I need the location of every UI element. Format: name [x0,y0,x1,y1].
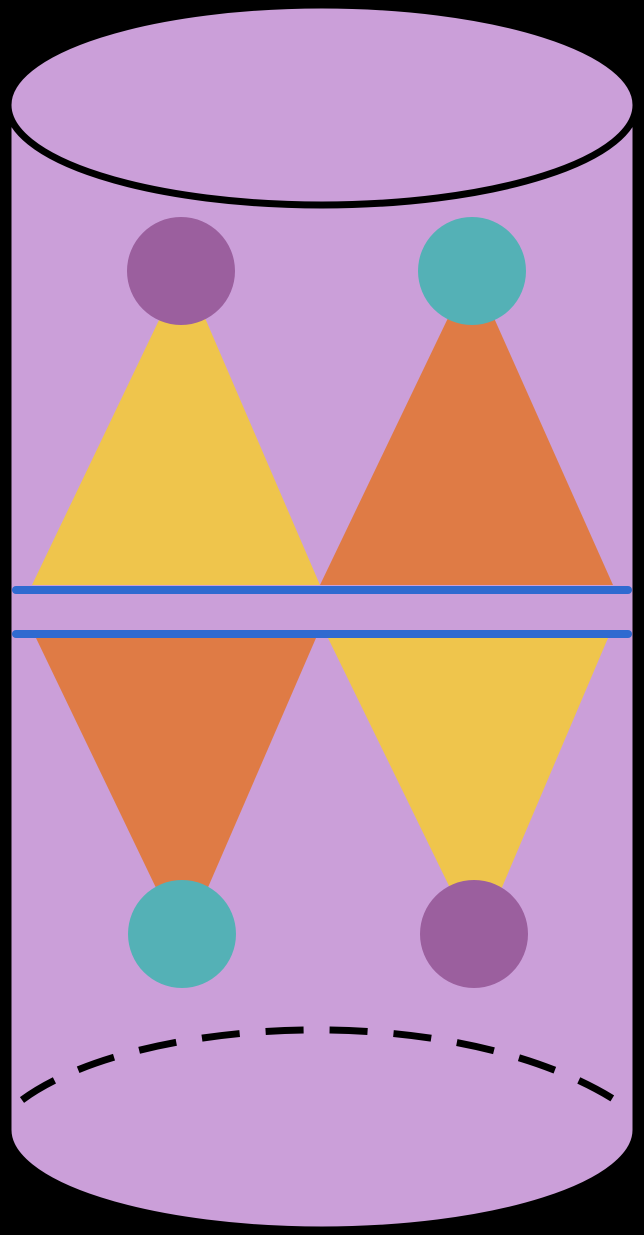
cylinder-top-rim [4,1,640,209]
left-upper-node [127,217,235,325]
left-upper-cone [32,318,320,585]
cylinder-bottom-rim-back-dashed [19,1026,633,1113]
left-lower-node [128,880,236,988]
right-lower-node [420,880,528,988]
cylinder-bottom-rim-front [4,1129,640,1234]
right-upper-cone [320,318,613,585]
right-upper-node [418,217,526,325]
left-lower-cone [36,638,316,892]
right-lower-cone [328,638,608,892]
